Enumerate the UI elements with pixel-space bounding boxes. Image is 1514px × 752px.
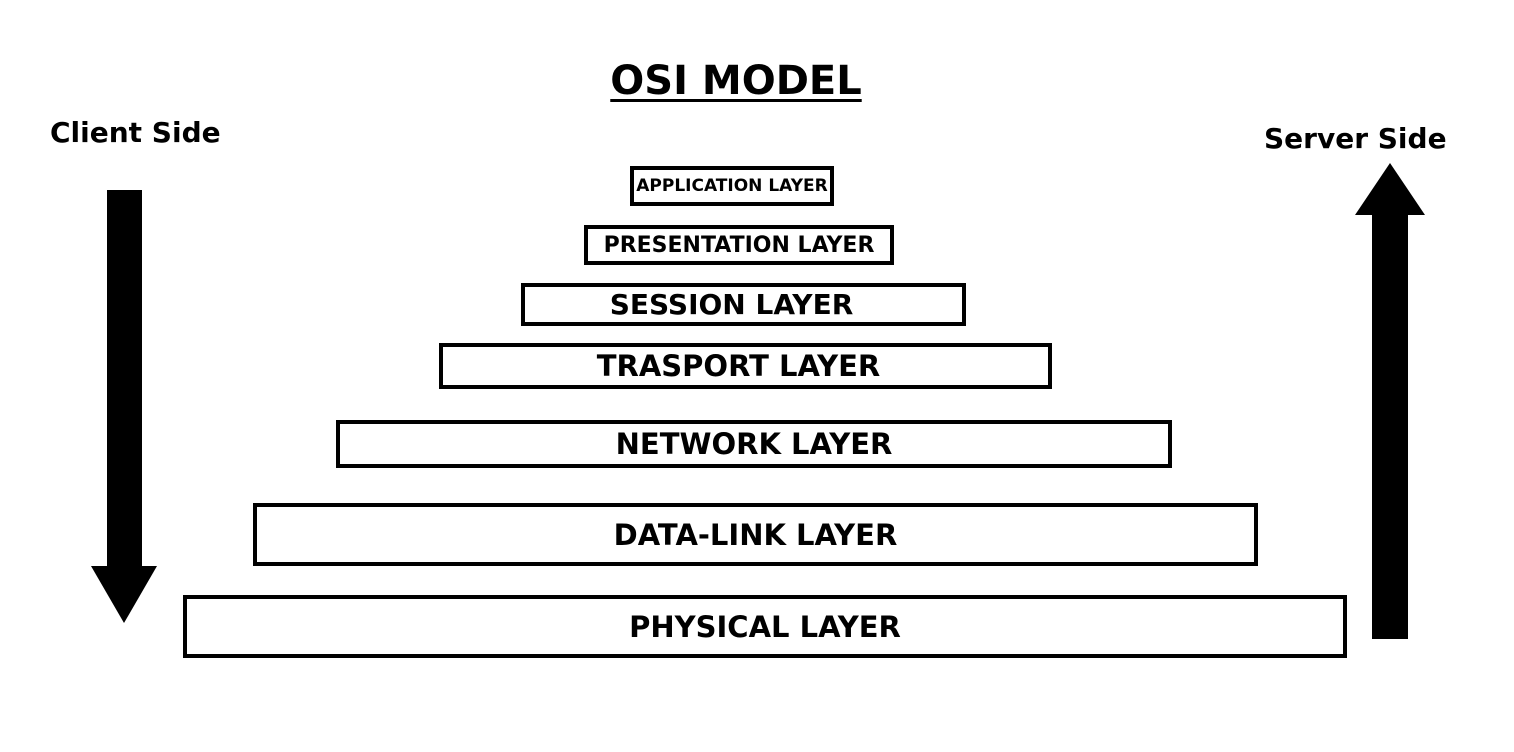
layer-label: SESSION LAYER bbox=[609, 288, 854, 321]
layer-presentation: PRESENTATION LAYER bbox=[584, 225, 894, 265]
layer-data-link: DATA-LINK LAYER bbox=[253, 503, 1258, 566]
server-side-label: Server Side bbox=[1264, 122, 1447, 155]
layer-label: TRASPORT LAYER bbox=[596, 349, 881, 383]
layer-label: DATA-LINK LAYER bbox=[613, 517, 898, 552]
layer-label: APPLICATION LAYER bbox=[636, 176, 828, 196]
layer-physical: PHYSICAL LAYER bbox=[183, 595, 1347, 658]
layer-label: PRESENTATION LAYER bbox=[603, 232, 875, 258]
layer-session: SESSION LAYER bbox=[521, 283, 966, 326]
layer-label: NETWORK LAYER bbox=[615, 427, 893, 461]
layer-transport: TRASPORT LAYER bbox=[439, 343, 1052, 389]
arrow-down-icon bbox=[91, 190, 157, 623]
layer-network: NETWORK LAYER bbox=[336, 420, 1172, 468]
layer-application: APPLICATION LAYER bbox=[630, 166, 834, 206]
layer-label: PHYSICAL LAYER bbox=[629, 609, 901, 644]
arrow-up-icon bbox=[1355, 163, 1425, 639]
client-side-label: Client Side bbox=[50, 116, 221, 149]
diagram-title: OSI MODEL bbox=[610, 58, 862, 104]
